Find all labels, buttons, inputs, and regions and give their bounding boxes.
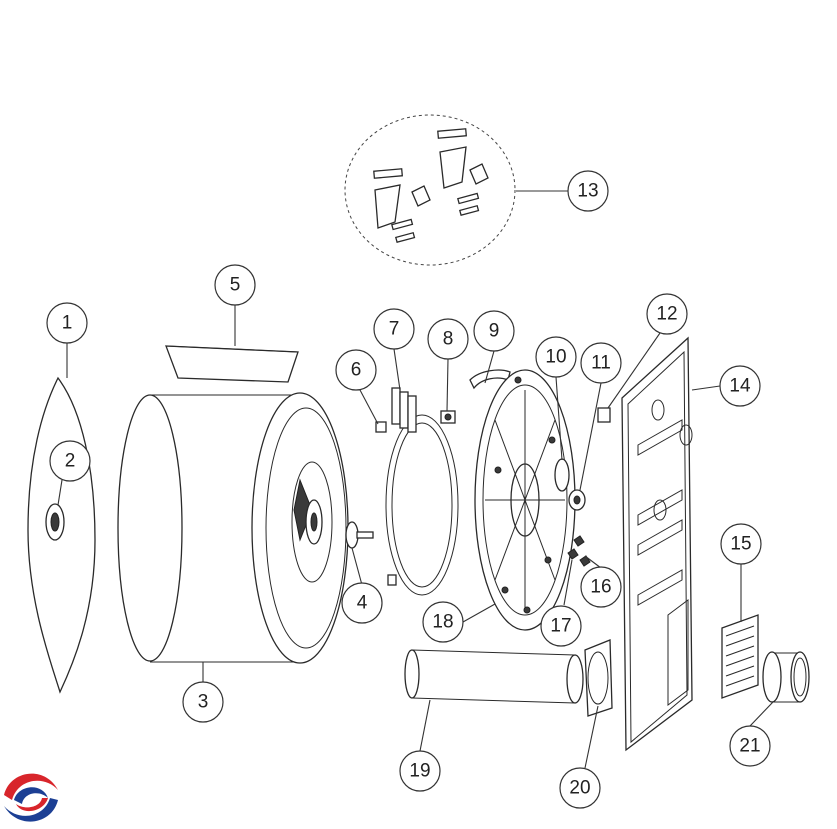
svg-text:21: 21 [739, 736, 760, 757]
part-duct-flange [584, 639, 613, 717]
part-rear-bulkhead [474, 369, 576, 631]
part-clips [567, 535, 591, 567]
svg-text:7: 7 [389, 319, 400, 340]
callout-11: 11 [580, 342, 622, 384]
part-hardware-kit [344, 114, 516, 266]
svg-text:10: 10 [545, 347, 566, 368]
part-terminal-connector [375, 421, 397, 586]
part-heating-element [385, 387, 459, 596]
callout-8: 8 [427, 318, 469, 360]
callout-14: 14 [719, 365, 761, 407]
part-rear-panel [621, 336, 693, 752]
leader-lines [57, 190, 774, 769]
part-front-hub [45, 503, 65, 541]
svg-text:5: 5 [230, 275, 241, 296]
part-vent-grille [721, 614, 759, 699]
svg-text:2: 2 [65, 451, 76, 472]
svg-text:19: 19 [409, 761, 430, 782]
part-sensor [597, 407, 611, 423]
svg-text:11: 11 [591, 353, 611, 374]
svg-text:9: 9 [489, 321, 500, 342]
callout-21: 21 [729, 725, 771, 767]
callout-10: 10 [535, 336, 577, 378]
brand-swirl-icon [4, 773, 58, 822]
callout-13: 13 [567, 170, 609, 212]
callout-3: 3 [182, 681, 224, 723]
callout-9: 9 [473, 310, 515, 352]
callout-2: 2 [49, 440, 91, 482]
callout-20: 20 [559, 767, 601, 809]
svg-text:1: 1 [62, 313, 73, 334]
svg-text:16: 16 [590, 577, 611, 598]
callout-5: 5 [214, 264, 256, 306]
part-bearing [568, 489, 586, 511]
part-lint-trough [165, 345, 299, 383]
svg-text:17: 17 [550, 616, 571, 637]
svg-text:6: 6 [351, 360, 362, 381]
part-bearing-housing [554, 458, 570, 492]
callout-19: 19 [399, 750, 441, 792]
svg-text:18: 18 [432, 612, 453, 633]
part-shaft-bearing [345, 521, 374, 549]
callout-7: 7 [373, 308, 415, 350]
part-drum [117, 392, 349, 664]
svg-text:3: 3 [198, 692, 209, 713]
svg-text:15: 15 [730, 534, 751, 555]
svg-text:13: 13 [577, 181, 598, 202]
callout-16: 16 [580, 566, 622, 608]
callout-17: 17 [540, 605, 582, 647]
callout-1: 1 [46, 302, 88, 344]
callout-15: 15 [720, 523, 762, 565]
svg-text:8: 8 [443, 329, 454, 350]
callout-4: 4 [341, 582, 383, 624]
callout-12: 12 [646, 293, 688, 335]
part-exhaust-duct [404, 649, 584, 704]
callout-6: 6 [335, 349, 377, 391]
svg-text:4: 4 [357, 593, 368, 614]
svg-text:20: 20 [569, 778, 590, 799]
svg-text:14: 14 [729, 376, 751, 397]
svg-text:12: 12 [656, 304, 677, 325]
part-thermostat [440, 410, 456, 424]
part-exhaust-collar [762, 651, 810, 703]
callout-18: 18 [422, 601, 464, 643]
